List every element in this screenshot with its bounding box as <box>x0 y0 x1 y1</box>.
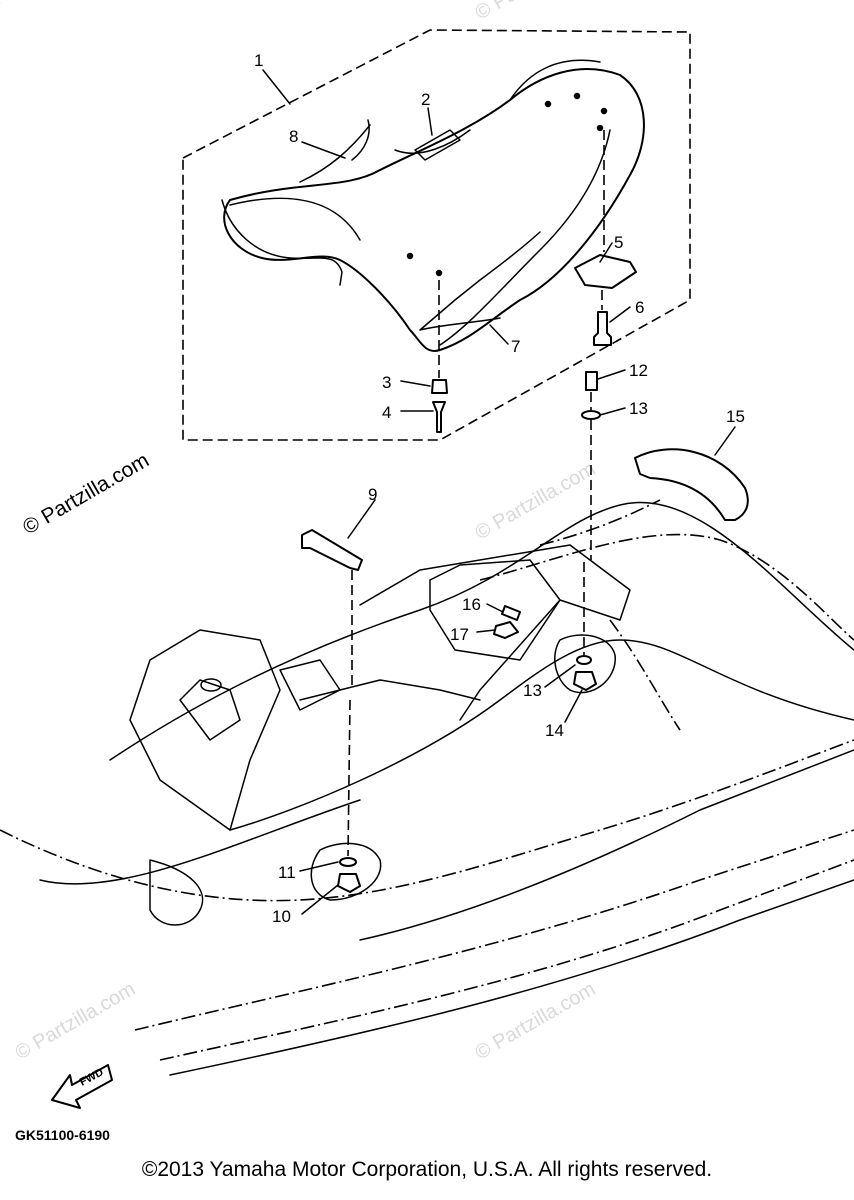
seat-assembly-boundary <box>182 29 691 441</box>
part-16-spring <box>501 605 521 621</box>
watermark-top-center: © Partzilla.com <box>472 0 600 24</box>
callout-10: 10 <box>272 907 291 926</box>
callout-1: 1 <box>254 51 263 70</box>
callouts: 1 2 3 4 5 6 7 8 9 10 11 12 13 13 14 15 1… <box>254 51 745 926</box>
part-13-washer-lower <box>576 655 592 665</box>
alignment-lines <box>347 130 605 857</box>
part-6-bolt <box>593 311 612 346</box>
part-15-cover <box>634 448 749 521</box>
diagram-code: GK51100-6190 <box>15 1127 110 1143</box>
part-13-washer <box>581 410 601 420</box>
callout-16: 16 <box>462 595 481 614</box>
callout-2: 2 <box>421 90 430 109</box>
hull <box>0 499 854 1076</box>
seat <box>221 59 645 352</box>
callout-17: 17 <box>450 625 469 644</box>
part-17-nut <box>493 621 519 639</box>
watermark-top-left: © Partzilla.com <box>0 0 99 19</box>
copyright-notice: ©2013 Yamaha Motor Corporation, U.S.A. A… <box>141 1158 713 1181</box>
callout-3: 3 <box>382 373 391 392</box>
part-14-nut <box>573 671 597 691</box>
callout-9: 9 <box>368 485 377 504</box>
part-12-stud <box>585 371 598 391</box>
callout-6: 6 <box>635 298 644 317</box>
watermark-mid: © Partzilla.com <box>472 458 600 544</box>
part-3-grommet <box>431 379 448 394</box>
callout-7: 7 <box>511 337 520 356</box>
callout-13: 13 <box>629 399 648 418</box>
callout-11: 11 <box>278 863 296 882</box>
part-11-washer <box>339 857 357 867</box>
part-9-bracket <box>301 529 363 571</box>
callout-14: 14 <box>545 721 564 740</box>
watermark-bottom-right: © Partzilla.com <box>472 978 600 1064</box>
callout-15: 15 <box>726 407 745 426</box>
part-4-pin <box>432 401 446 433</box>
watermark-side: © Partzilla.com <box>19 449 153 540</box>
leader-lines <box>262 69 736 915</box>
part-10-nut <box>337 873 361 893</box>
callout-8: 8 <box>289 127 298 146</box>
callout-5: 5 <box>614 233 623 252</box>
part-5-bracket <box>574 254 637 289</box>
callout-4: 4 <box>382 403 391 422</box>
fwd-arrow-icon: FWD <box>51 1064 113 1109</box>
callout-13-lower: 13 <box>523 681 542 700</box>
watermark-bottom-left: © Partzilla.com <box>12 978 140 1064</box>
callout-12: 12 <box>629 361 648 380</box>
